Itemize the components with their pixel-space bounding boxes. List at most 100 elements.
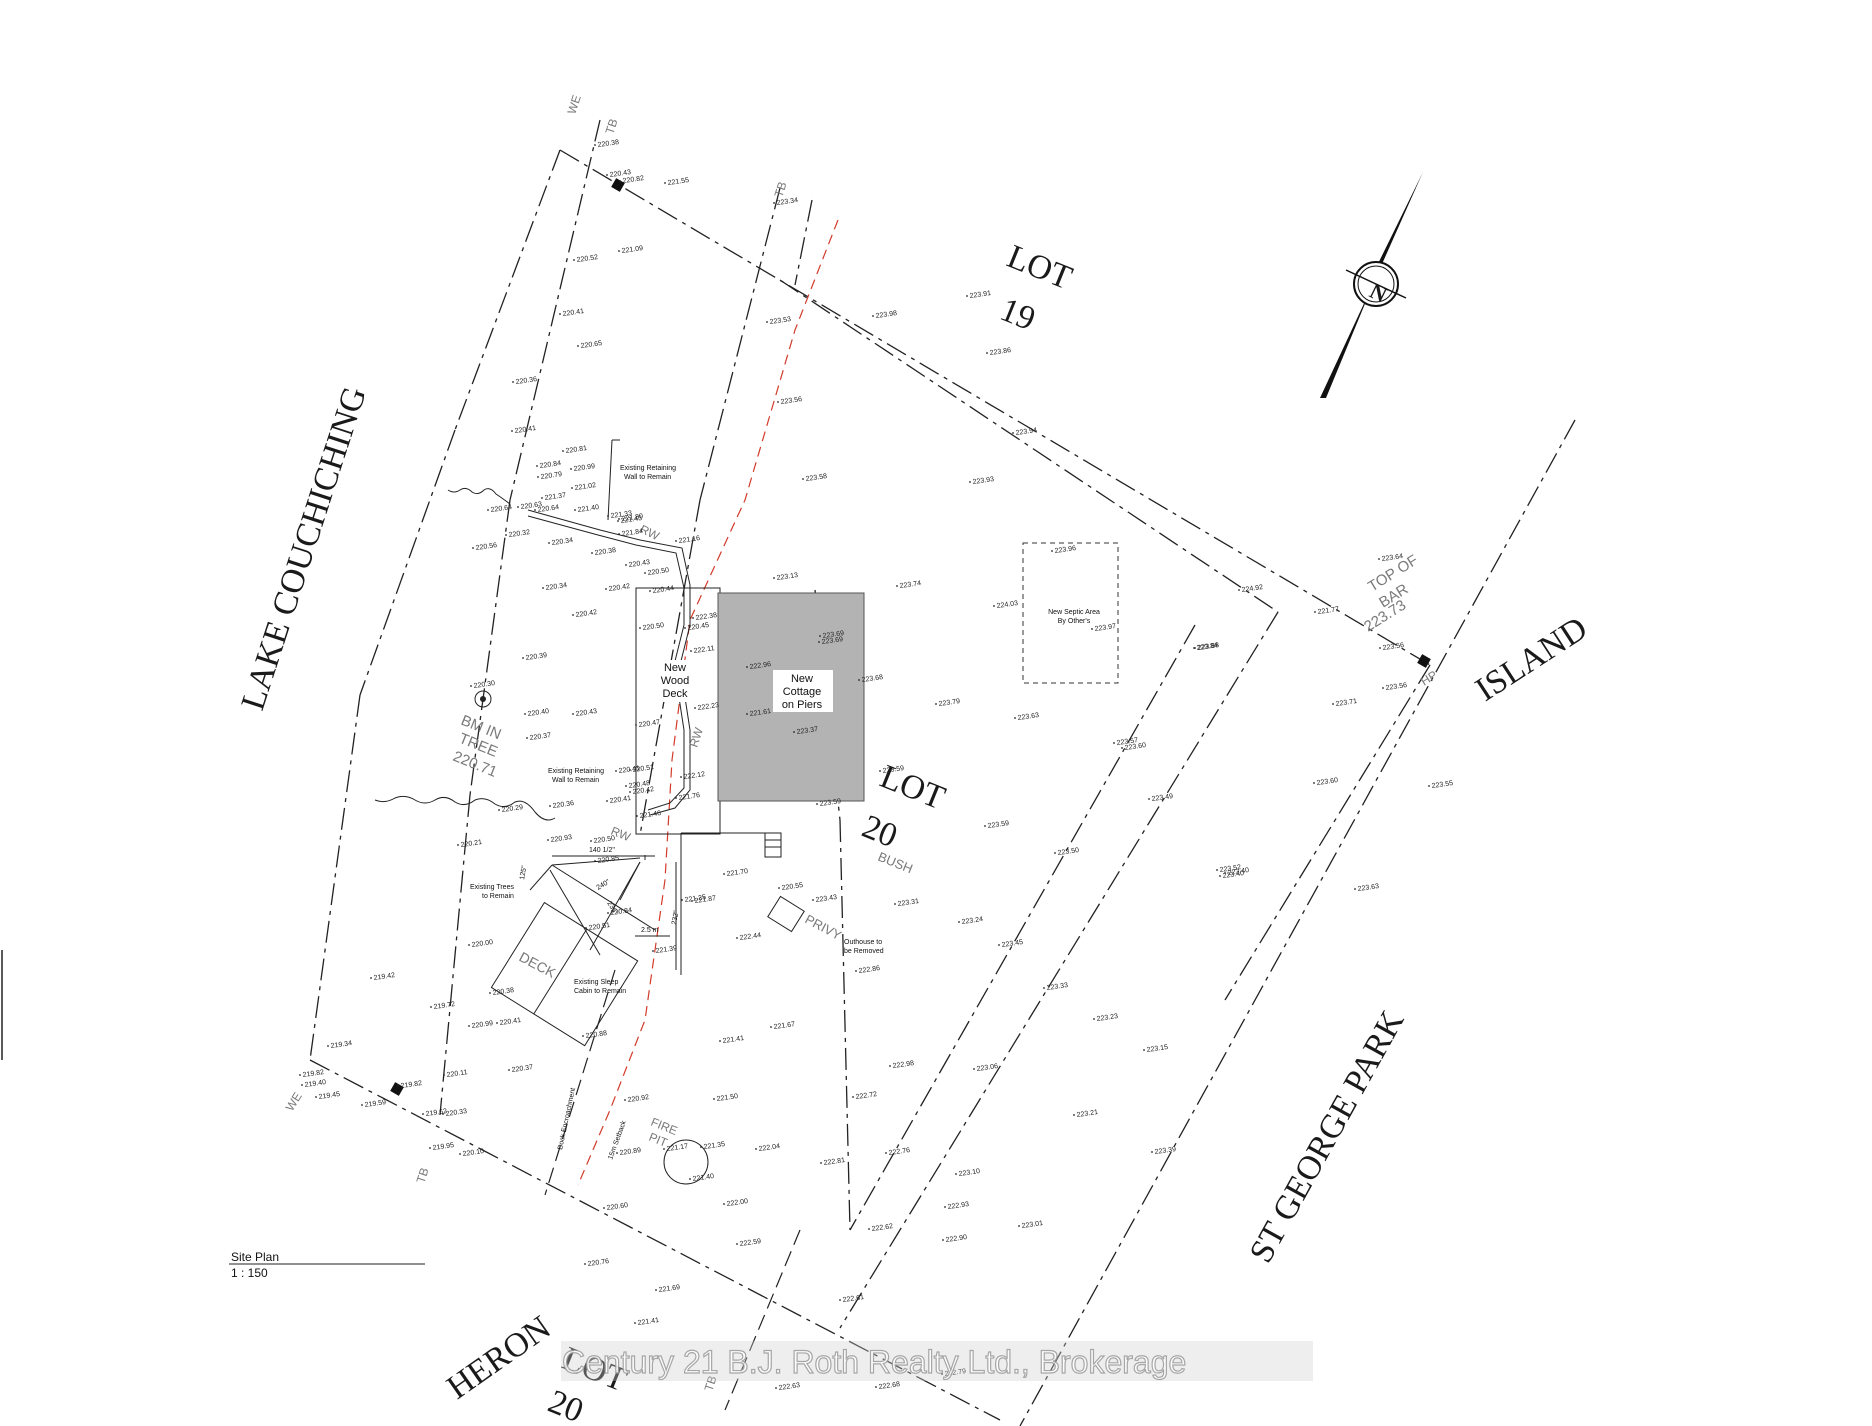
boundary-lines [309, 119, 1576, 1426]
elevation-label: 220.82 [622, 175, 644, 185]
elevation-label: 220.99 [471, 1020, 493, 1030]
elevation-dot [889, 1065, 891, 1067]
elevation-label: 223.45 [1001, 939, 1023, 949]
elevation-label: 222.62 [871, 1223, 893, 1233]
elevation-dot [459, 1153, 461, 1155]
elevation-label: 222.79 [944, 1368, 966, 1378]
elevation-dot [993, 605, 995, 607]
elevation-dot [457, 844, 459, 846]
deck-label: New Wood Deck [654, 660, 696, 702]
elevation-dot [1113, 742, 1115, 744]
elevation-dot [655, 1289, 657, 1291]
elevation-dot [818, 641, 820, 643]
elevation-dot [819, 635, 821, 637]
legend: Site Plan 1 : 150 [229, 1250, 425, 1280]
elevation-label: 221.67 [773, 1021, 795, 1031]
elevation-label: 223.50 [1057, 847, 1079, 857]
elevation-dot [526, 737, 528, 739]
elevation-label: 220.84 [610, 907, 632, 917]
svg-text:Cabin to Remain: Cabin to Remain [574, 988, 626, 995]
elevation-dot [585, 927, 587, 929]
elevation-label: 220.84 [539, 460, 561, 470]
elevation-label: 222.90 [945, 1234, 967, 1244]
elevation-dot [885, 1152, 887, 1154]
elevation-label: 221.84 [621, 528, 643, 538]
svg-text:Existing Retaining: Existing Retaining [548, 768, 604, 775]
elevation-dot [606, 174, 608, 176]
elevation-dot [594, 144, 596, 146]
elevation-dot [700, 1146, 702, 1148]
elevation-dot [955, 1173, 957, 1175]
label-lot20-num: 20 [857, 808, 902, 855]
svg-text:to Remain: to Remain [482, 893, 514, 900]
elevation-dot [299, 1074, 301, 1076]
elevation-label: 221.16 [678, 535, 700, 545]
elevation-dot [998, 944, 1000, 946]
cottage-label: New Cottage on Piers [773, 670, 833, 712]
elevation-label: 221.17 [666, 1143, 688, 1153]
elevation-label: 223.10 [958, 1168, 980, 1178]
elevation-dot [773, 202, 775, 204]
elevation-label: 223.49 [1151, 793, 1173, 803]
elevation-dot [1073, 1114, 1075, 1116]
elevation-label: 222.11 [693, 645, 715, 655]
elevation-label: 220.79 [540, 471, 562, 481]
elevation-label: 220.11 [446, 1069, 468, 1079]
elevation-dot [584, 1263, 586, 1265]
elevation-dot [1148, 798, 1150, 800]
elevation-dot [984, 825, 986, 827]
elevation-dot [746, 666, 748, 668]
elevation-dot [958, 921, 960, 923]
elevation-dot [736, 937, 738, 939]
septic-label: New Septic Area By Other's [1048, 609, 1100, 625]
elevation-dot [511, 430, 513, 432]
elevation-label: 223.60 [1316, 777, 1338, 787]
elevation-label: 223.59 [882, 765, 904, 775]
elevation-label: 222.12 [683, 771, 705, 781]
elevation-label: 220.38 [594, 547, 616, 557]
elevation-dot [468, 1025, 470, 1027]
elevation-dot [534, 509, 536, 511]
elevation-dot [549, 805, 551, 807]
elevation-dot [1014, 717, 1016, 719]
elevation-dot [572, 713, 574, 715]
elevation-label: 223.94 [1015, 427, 1037, 437]
elevation-label: 222.63 [778, 1382, 800, 1392]
elevation-label: 223.97 [1094, 623, 1116, 633]
svg-text:PIT: PIT [647, 1130, 670, 1150]
elevation-dot [879, 770, 881, 772]
elevation-label: 223.57 [1116, 737, 1138, 747]
svg-text:140 1/2": 140 1/2" [589, 847, 615, 854]
elevation-dot [691, 900, 693, 902]
elevation-label: 221.77 [1317, 606, 1339, 616]
note-trees: Existing Trees to Remain [470, 884, 514, 900]
elevation-dot [1238, 589, 1240, 591]
elevation-dot [442, 1113, 444, 1115]
elevation-label: 220.48 [628, 780, 650, 790]
elevation-label: 223.23 [1096, 1013, 1118, 1023]
stairs [680, 832, 782, 975]
elevation-label: 220.43 [575, 708, 597, 718]
elevation-label: 222.59 [739, 1238, 761, 1248]
elevation-dot [618, 250, 620, 252]
elevation-label: 221.40 [692, 1173, 714, 1183]
elevation-dot [1382, 687, 1384, 689]
elevation-label: 220.34 [551, 537, 573, 547]
elevation-label: 222.76 [888, 1147, 910, 1157]
benchmark-tree [474, 690, 492, 708]
elevation-dot [680, 776, 682, 778]
elevation-dot [694, 707, 696, 709]
elevation-label: 219.95 [432, 1142, 454, 1152]
elevation-dot [736, 1243, 738, 1245]
elevation-dot [973, 1068, 975, 1070]
elevation-label: 220.88 [585, 1030, 607, 1040]
elevation-label: 223.63 [1357, 883, 1379, 893]
elevation-label: 219.82 [302, 1069, 324, 1079]
elevation-label: 223.63 [1017, 712, 1039, 722]
elevation-dot [607, 515, 609, 517]
elevation-label: 223.79 [938, 698, 960, 708]
elevation-dot [498, 809, 500, 811]
elevation-label: 220.37 [529, 732, 551, 742]
elevation-label: 220.33 [445, 1108, 467, 1118]
